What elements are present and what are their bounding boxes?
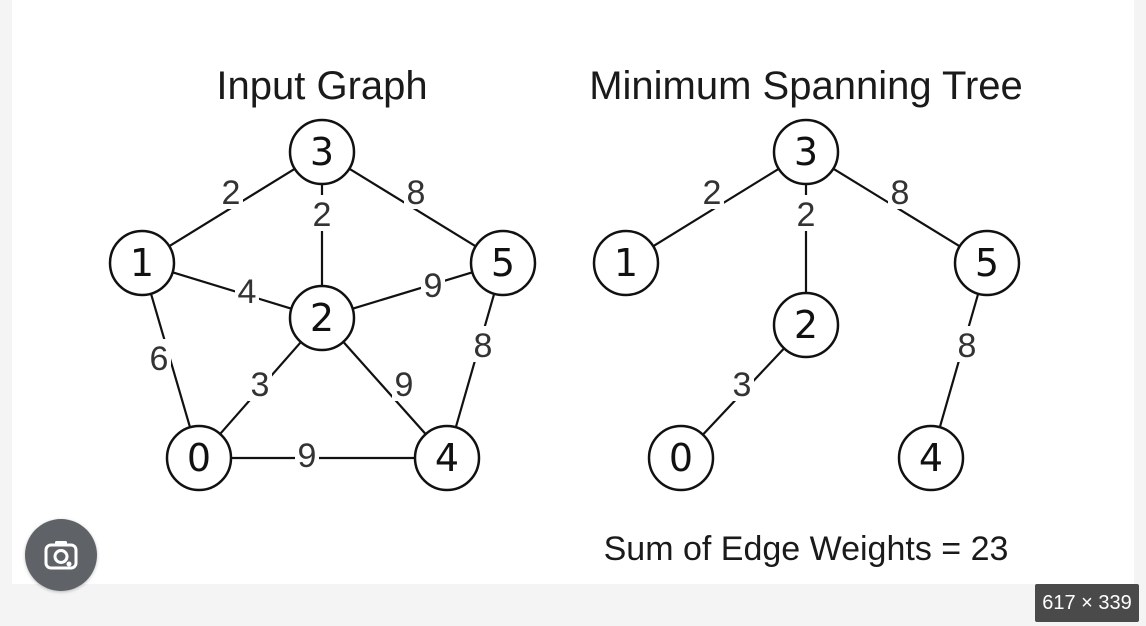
mst-node-label: 2 <box>794 303 818 347</box>
mst-title: Minimum Spanning Tree <box>589 64 1023 108</box>
mst-node-circle <box>647 424 715 492</box>
input-edge-weight-3-2: 2 <box>313 196 332 234</box>
input-edge-2-5 <box>352 271 473 310</box>
mst-edge-label-bg <box>888 173 912 209</box>
mst-edge-weight-3-5: 8 <box>891 174 910 212</box>
mst-node-1: 1 <box>592 229 660 297</box>
mst-node-label: 3 <box>794 130 818 174</box>
mst-node-3: 3 <box>772 118 840 186</box>
input-node-label: 0 <box>187 436 211 480</box>
input-edge-weight-5-4: 8 <box>474 327 493 365</box>
input-edge-weight-2-4: 9 <box>395 366 414 404</box>
input-edge-label-bg <box>421 266 445 302</box>
mst-node-5: 5 <box>953 229 1021 297</box>
input-edge-label-bg <box>235 272 259 308</box>
mst-edge-label-bg <box>730 365 754 401</box>
mst-node-0: 0 <box>647 424 715 492</box>
input-edge-label-bg <box>147 339 171 375</box>
input-node-2: 2 <box>288 284 356 352</box>
input-node-label: 2 <box>310 296 334 340</box>
input-node-circle <box>413 424 481 492</box>
mst-node-circle <box>897 424 965 492</box>
mst-edge-weight-3-2: 2 <box>797 196 816 234</box>
sum-of-edge-weights: Sum of Edge Weights = 23 <box>604 530 1009 568</box>
mst-edge-weight-1-3: 2 <box>703 174 722 212</box>
input-node-4: 4 <box>413 424 481 492</box>
input-node-label: 3 <box>310 130 334 174</box>
input-edge-label-bg <box>248 365 272 401</box>
input-edge-label-bg <box>404 173 428 209</box>
mst-edge-weight-2-0: 3 <box>733 366 752 404</box>
input-edge-1-2 <box>172 271 292 310</box>
mst-node-2: 2 <box>772 291 840 359</box>
mst-node-label: 1 <box>614 241 638 285</box>
input-edge-label-bg <box>219 173 243 209</box>
input-edge-weight-3-5: 8 <box>407 174 426 212</box>
mst-node-circle <box>772 118 840 186</box>
mst-edge-label-bg <box>700 173 724 209</box>
input-node-circle <box>469 229 537 297</box>
input-node-circle <box>288 118 356 186</box>
input-node-1: 1 <box>108 229 176 297</box>
input-node-3: 3 <box>288 118 356 186</box>
mst-edge-label-bg <box>955 326 979 362</box>
input-graph-title: Input Graph <box>216 64 427 108</box>
input-edge-weight-1-2: 4 <box>238 273 257 311</box>
input-node-label: 4 <box>435 436 459 480</box>
mst-node-label: 0 <box>669 436 693 480</box>
input-edge-weight-2-0: 3 <box>251 366 270 404</box>
mst-edge-label-bg <box>794 195 818 231</box>
input-node-0: 0 <box>165 424 233 492</box>
input-edge-weight-1-3: 2 <box>222 174 241 212</box>
mst-node-circle <box>772 291 840 359</box>
input-node-circle <box>108 229 176 297</box>
mst-node-label: 4 <box>919 436 943 480</box>
input-edge-label-bg <box>471 326 495 362</box>
input-edge-label-bg <box>295 436 319 472</box>
input-edge-label-bg <box>392 365 416 401</box>
mst-node-4: 4 <box>897 424 965 492</box>
input-graph-nodes: 3 1 5 2 0 4 <box>108 118 537 492</box>
mst-nodes: 3 1 5 2 0 4 <box>592 118 1021 492</box>
input-edge-weight-2-5: 9 <box>424 267 443 305</box>
lens-search-button[interactable] <box>25 519 97 591</box>
mst-node-circle <box>592 229 660 297</box>
image-size-badge: 617 × 339 <box>1035 584 1139 622</box>
mst-node-circle <box>953 229 1021 297</box>
mst-edge-weight-5-4: 8 <box>958 327 977 365</box>
input-node-5: 5 <box>469 229 537 297</box>
lens-camera-icon <box>44 541 78 570</box>
mst-node-label: 5 <box>975 241 999 285</box>
mst-edges: 2 2 8 3 8 <box>652 167 980 436</box>
input-edge-weight-1-0: 6 <box>150 340 169 378</box>
input-node-circle <box>288 284 356 352</box>
input-edge-weight-0-4: 9 <box>298 437 317 475</box>
input-node-label: 1 <box>130 241 154 285</box>
input-node-label: 5 <box>491 241 515 285</box>
input-node-circle <box>165 424 233 492</box>
input-edge-2-4 <box>342 341 427 435</box>
input-edge-label-bg <box>310 195 334 231</box>
